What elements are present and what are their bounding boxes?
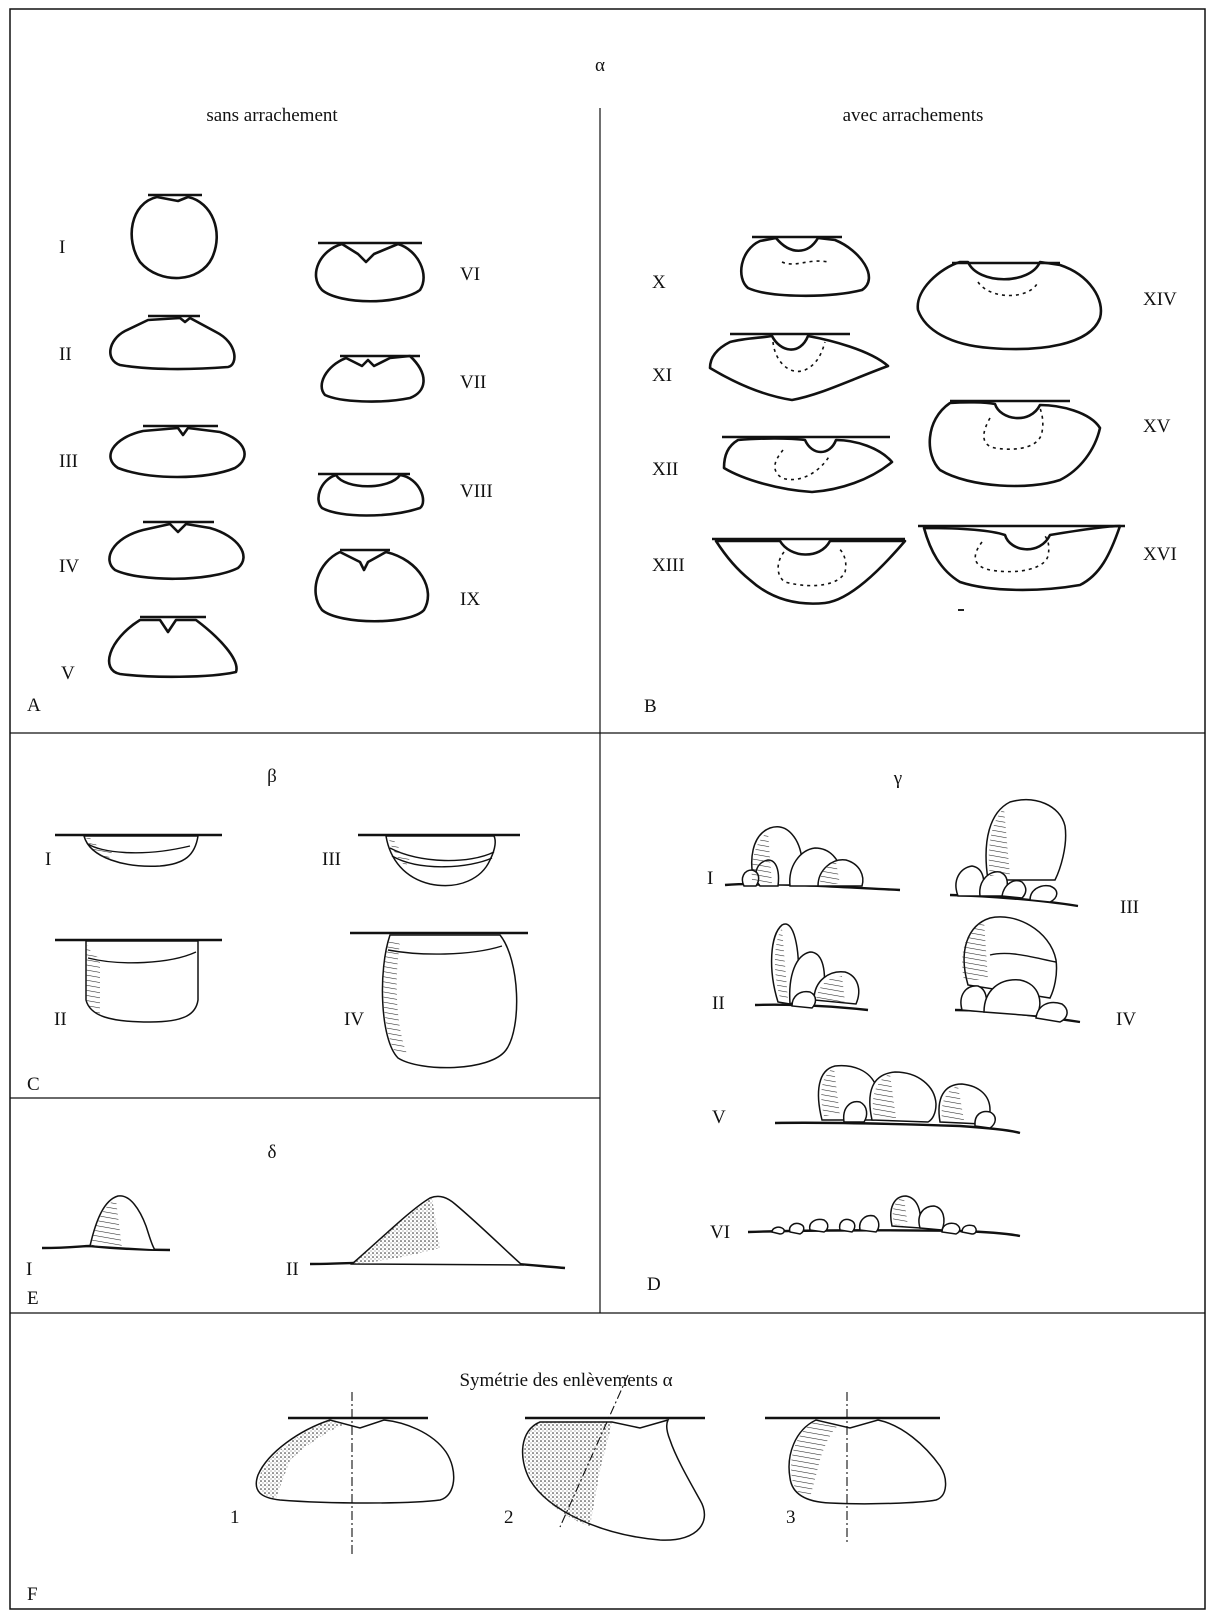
shape-c-i bbox=[55, 835, 222, 866]
label-e-i: I bbox=[26, 1260, 32, 1279]
alpha-symbol: α bbox=[595, 56, 605, 75]
label-a-ii: II bbox=[59, 345, 72, 364]
panel-a-shapes bbox=[109, 195, 428, 677]
symmetry-title: Symétrie des enlèvements α bbox=[459, 1371, 672, 1390]
delta-symbol: δ bbox=[268, 1143, 277, 1162]
label-f-1: 1 bbox=[230, 1508, 240, 1527]
shape-d-v bbox=[775, 1066, 1020, 1133]
label-d-vi: VI bbox=[710, 1223, 730, 1242]
label-f-3: 3 bbox=[786, 1508, 796, 1527]
shape-a-vi bbox=[316, 243, 424, 301]
shape-d-iv bbox=[955, 917, 1080, 1022]
panel-letter-f: F bbox=[27, 1585, 38, 1604]
panel-letter-b: B bbox=[644, 697, 657, 716]
shape-a-vii bbox=[322, 356, 424, 402]
shape-d-ii bbox=[755, 924, 868, 1010]
panel-letter-e: E bbox=[27, 1289, 39, 1308]
shape-a-ix bbox=[316, 550, 428, 621]
shape-b-xii bbox=[722, 437, 892, 492]
label-d-iv: IV bbox=[1116, 1010, 1136, 1029]
label-e-ii: II bbox=[286, 1260, 299, 1279]
label-d-ii: II bbox=[712, 994, 725, 1013]
panel-d-shapes bbox=[725, 800, 1080, 1236]
right-title: avec arrachements bbox=[843, 106, 984, 125]
label-f-2: 2 bbox=[504, 1508, 514, 1527]
shape-d-i bbox=[725, 827, 900, 890]
label-c-iii: III bbox=[322, 850, 341, 869]
shape-a-iii bbox=[110, 426, 244, 477]
label-c-iv: IV bbox=[344, 1010, 364, 1029]
panel-b-shapes bbox=[710, 237, 1125, 610]
shape-a-iv bbox=[109, 522, 243, 579]
label-c-i: I bbox=[45, 850, 51, 869]
shape-a-viii bbox=[318, 474, 423, 516]
shape-a-ii bbox=[110, 316, 234, 369]
label-a-vii: VII bbox=[460, 373, 486, 392]
label-d-v: V bbox=[712, 1108, 726, 1127]
label-a-viii: VIII bbox=[460, 482, 493, 501]
shape-b-xi bbox=[710, 334, 888, 400]
label-d-iii: III bbox=[1120, 898, 1139, 917]
label-c-ii: II bbox=[54, 1010, 67, 1029]
label-b-xiv: XIV bbox=[1143, 290, 1177, 309]
panel-letter-d: D bbox=[647, 1275, 661, 1294]
panel-f-shapes bbox=[256, 1375, 945, 1555]
shape-f-2 bbox=[523, 1375, 705, 1540]
label-a-v: V bbox=[61, 664, 75, 683]
label-a-vi: VI bbox=[460, 265, 480, 284]
shape-d-iii bbox=[950, 800, 1078, 906]
label-a-i: I bbox=[59, 238, 65, 257]
label-b-xii: XII bbox=[652, 460, 678, 479]
panel-e-shapes bbox=[42, 1196, 565, 1268]
shape-e-i bbox=[42, 1196, 170, 1250]
label-b-xi: XI bbox=[652, 366, 672, 385]
shape-b-x bbox=[741, 237, 869, 296]
label-d-i: I bbox=[707, 869, 713, 888]
label-b-xv: XV bbox=[1143, 417, 1170, 436]
panel-c-shapes bbox=[55, 835, 528, 1068]
shape-b-xiv bbox=[918, 262, 1101, 349]
panel-letter-c: C bbox=[27, 1075, 40, 1094]
left-title: sans arrachement bbox=[206, 106, 337, 125]
shape-c-ii bbox=[55, 940, 222, 1022]
shape-c-iv bbox=[350, 933, 528, 1068]
label-a-iv: IV bbox=[59, 557, 79, 576]
beta-symbol: β bbox=[267, 767, 277, 786]
label-a-ix: IX bbox=[460, 590, 480, 609]
shape-b-xiii bbox=[712, 539, 905, 604]
label-b-xvi: XVI bbox=[1143, 545, 1177, 564]
label-b-xiii: XIII bbox=[652, 556, 685, 575]
shape-a-v bbox=[109, 617, 236, 677]
shape-f-1 bbox=[256, 1392, 453, 1555]
shape-c-iii bbox=[358, 835, 520, 886]
shape-a-i bbox=[132, 195, 217, 278]
label-b-x: X bbox=[652, 273, 666, 292]
gamma-symbol: γ bbox=[894, 769, 902, 788]
shape-e-ii bbox=[310, 1196, 565, 1268]
shape-d-vi bbox=[748, 1196, 1020, 1236]
shape-b-xvi bbox=[918, 526, 1125, 590]
label-a-iii: III bbox=[59, 452, 78, 471]
shape-b-xv bbox=[930, 401, 1100, 486]
panel-letter-a: A bbox=[27, 696, 41, 715]
